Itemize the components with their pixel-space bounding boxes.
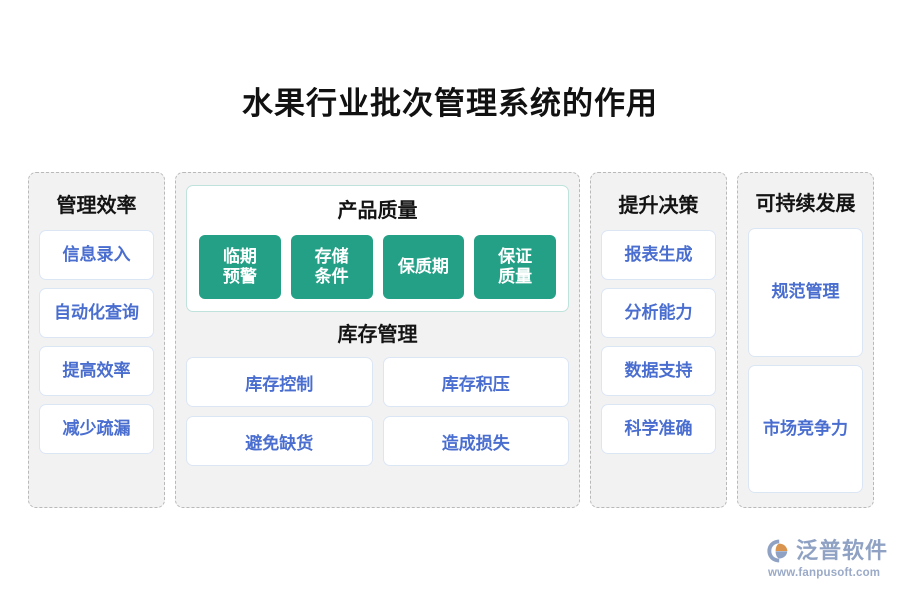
quality-chip[interactable]: 保质期 (382, 235, 465, 299)
quality-chip-row: 临期 预警 存储 条件 保质期 保证 (199, 235, 556, 299)
logo-row: 泛普软件 (766, 538, 888, 564)
column-title: 可持续发展 (755, 193, 856, 215)
inventory-card[interactable]: 避免缺货 (186, 416, 373, 466)
card-item[interactable]: 报表生成 (601, 230, 716, 280)
inventory-title: 库存管理 (337, 324, 418, 346)
panel-title: 产品质量 (337, 200, 418, 222)
card-item[interactable]: 提高效率 (39, 346, 154, 396)
product-quality-panel: 产品质量 临期 预警 存储 条件 保质期 (186, 185, 569, 312)
card-item[interactable]: 规范管理 (748, 228, 863, 357)
card-stack: 规范管理 市场竞争力 (748, 228, 863, 493)
inventory-card[interactable]: 库存积压 (382, 357, 569, 407)
column-improve-decision: 提升决策 报表生成 分析能力 数据支持 科学准确 (590, 172, 727, 508)
chip-line-2: 质量 (498, 267, 533, 286)
column-management-efficiency: 管理效率 信息录入 自动化查询 提高效率 减少疏漏 (28, 172, 165, 508)
inventory-card[interactable]: 库存控制 (186, 357, 373, 407)
card-stack: 信息录入 自动化查询 提高效率 减少疏漏 (39, 230, 154, 493)
chip-line-2: 条件 (314, 267, 349, 286)
logo-url: www.fanpusoft.com (768, 567, 881, 579)
column-title: 管理效率 (56, 195, 137, 217)
card-item[interactable]: 科学准确 (601, 404, 716, 454)
card-stack: 报表生成 分析能力 数据支持 科学准确 (601, 230, 716, 493)
column-sustainable-development: 可持续发展 规范管理 市场竞争力 (737, 172, 874, 508)
card-item[interactable]: 分析能力 (601, 288, 716, 338)
brand-logo: 泛普软件 www.fanpusoft.com (766, 538, 890, 584)
column-product-quality: 产品质量 临期 预警 存储 条件 保质期 (175, 172, 580, 508)
card-item[interactable]: 数据支持 (601, 346, 716, 396)
chip-line-1: 临期 (222, 246, 257, 266)
chip-line-2: 预警 (222, 267, 257, 286)
inventory-grid: 库存控制 库存积压 避免缺货 造成损失 (186, 357, 569, 466)
quality-chip[interactable]: 保证 质量 (474, 235, 556, 299)
chip-line-1: 保证 (498, 246, 533, 266)
logo-text: 泛普软件 (796, 538, 889, 563)
fanpu-logo-icon (767, 539, 788, 563)
card-item[interactable]: 信息录入 (39, 230, 154, 280)
page-title: 水果行业批次管理系统的作用 (242, 85, 658, 121)
chip-line-1: 保质期 (397, 256, 449, 276)
card-item[interactable]: 减少疏漏 (39, 404, 154, 454)
diagram-board: 管理效率 信息录入 自动化查询 提高效率 减少疏漏 产品质量 临期 预警 存储 (28, 172, 874, 508)
chip-line-1: 存储 (314, 246, 349, 266)
quality-chip[interactable]: 存储 条件 (290, 235, 373, 299)
quality-chip[interactable]: 临期 预警 (199, 235, 281, 299)
card-item[interactable]: 市场竞争力 (748, 364, 863, 493)
column-title: 提升决策 (618, 195, 699, 217)
inventory-card[interactable]: 造成损失 (382, 416, 569, 466)
card-item[interactable]: 自动化查询 (39, 288, 154, 338)
